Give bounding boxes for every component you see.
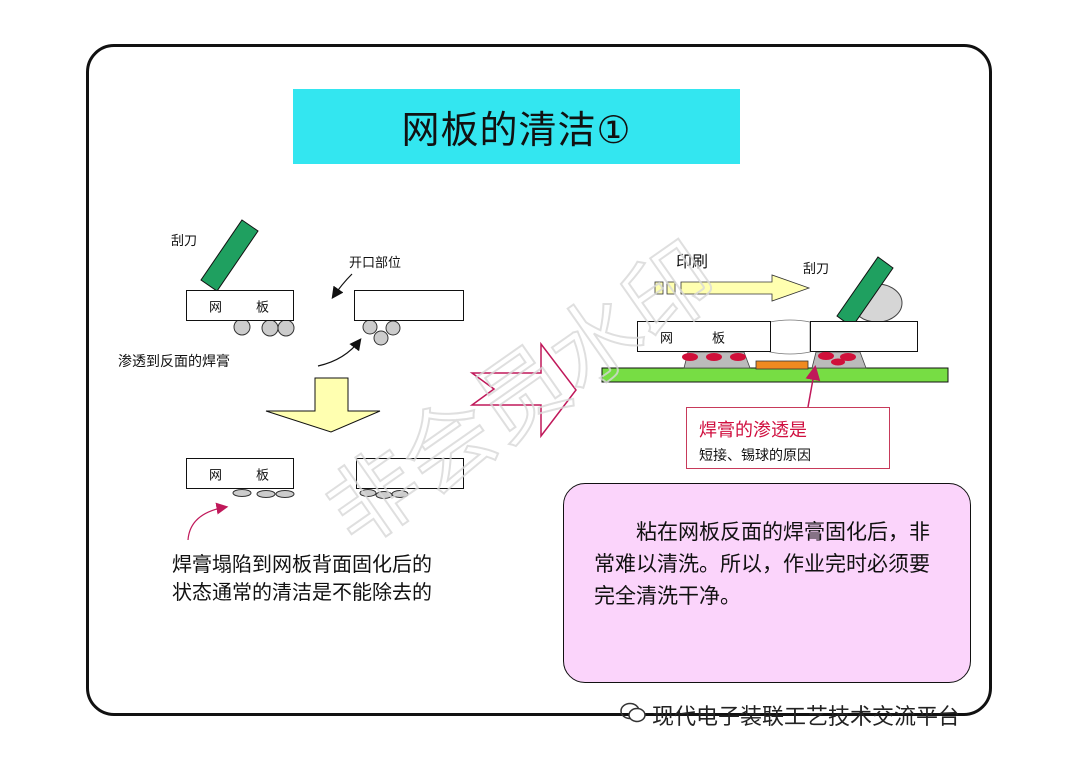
- warning-title: 焊膏的渗透是: [699, 420, 807, 441]
- squeegee-label-left: 刮刀: [171, 234, 198, 249]
- print-label: 印刷: [676, 252, 709, 271]
- seeped-paste-red: [682, 352, 856, 366]
- stencil-plate-left-bottom-2: [356, 458, 464, 489]
- note-text: 粘在网板反面的焊膏固化后，非常难以清洗。所以，作业完时必须要完全清洗干净。: [594, 520, 930, 608]
- paste-balls-left-a: [233, 318, 295, 337]
- warning-pointer: [805, 365, 821, 408]
- title-banner: 网板的清洁①: [293, 89, 740, 164]
- stencil-label-char2: 板: [256, 300, 270, 315]
- seep-label: 渗透到反面的焊膏: [118, 354, 230, 370]
- collapse-pointer-arrow: [187, 502, 229, 541]
- print-direction-arrow: [680, 274, 811, 302]
- pcb-board: [601, 367, 949, 383]
- warning-box: 焊膏的渗透是 短接、锡球的原因: [686, 407, 890, 469]
- stencil-aperture-paste: [769, 319, 811, 355]
- stencil-plate-left-top: 网 板: [186, 290, 294, 321]
- collapse-caption-line2: 状态通常的清洁是不能除去的: [172, 580, 432, 604]
- stencil-label-char2: 板: [256, 468, 270, 483]
- seep-pointer-arrow: [317, 338, 362, 367]
- note-box: 粘在网板反面的焊膏固化后，非常难以清洗。所以，作业完时必须要完全清洗干净。: [563, 483, 971, 683]
- paste-balls-left-b: [362, 319, 401, 346]
- print-dash-2: [666, 281, 676, 295]
- stencil-label-char1: 网: [209, 468, 223, 483]
- warning-subtitle: 短接、锡球的原因: [699, 448, 811, 464]
- footer-text: 现代电子装联工艺技术交流平台: [652, 705, 961, 730]
- transition-arrow: [469, 341, 577, 439]
- print-dash-1: [654, 281, 664, 295]
- collapse-caption-line1: 焊膏塌陷到网板背面固化后的: [172, 552, 432, 576]
- stencil-label-char1: 网: [660, 331, 674, 346]
- flattened-paste-left-b: [359, 489, 409, 499]
- stencil-plate-left-bottom: 网 板: [186, 458, 294, 489]
- pad-center: [755, 360, 809, 370]
- squeegee-label-right: 刮刀: [803, 262, 830, 277]
- stencil-plate-left-top-2: [354, 290, 464, 321]
- flattened-paste-left-a: [232, 489, 295, 498]
- stencil-plate-right-2: [810, 321, 918, 352]
- opening-label: 开口部位: [349, 256, 402, 271]
- stencil-label-char2: 板: [712, 331, 726, 346]
- stencil-plate-right-1: 网 板: [637, 321, 771, 352]
- slide-title: 网板的清洁①: [401, 108, 632, 152]
- chat-icon: [620, 702, 646, 723]
- stencil-label-char1: 网: [209, 300, 223, 315]
- down-arrow: [265, 377, 381, 433]
- squeegee-blade-left: [200, 219, 259, 292]
- opening-pointer-arrow: [331, 273, 353, 299]
